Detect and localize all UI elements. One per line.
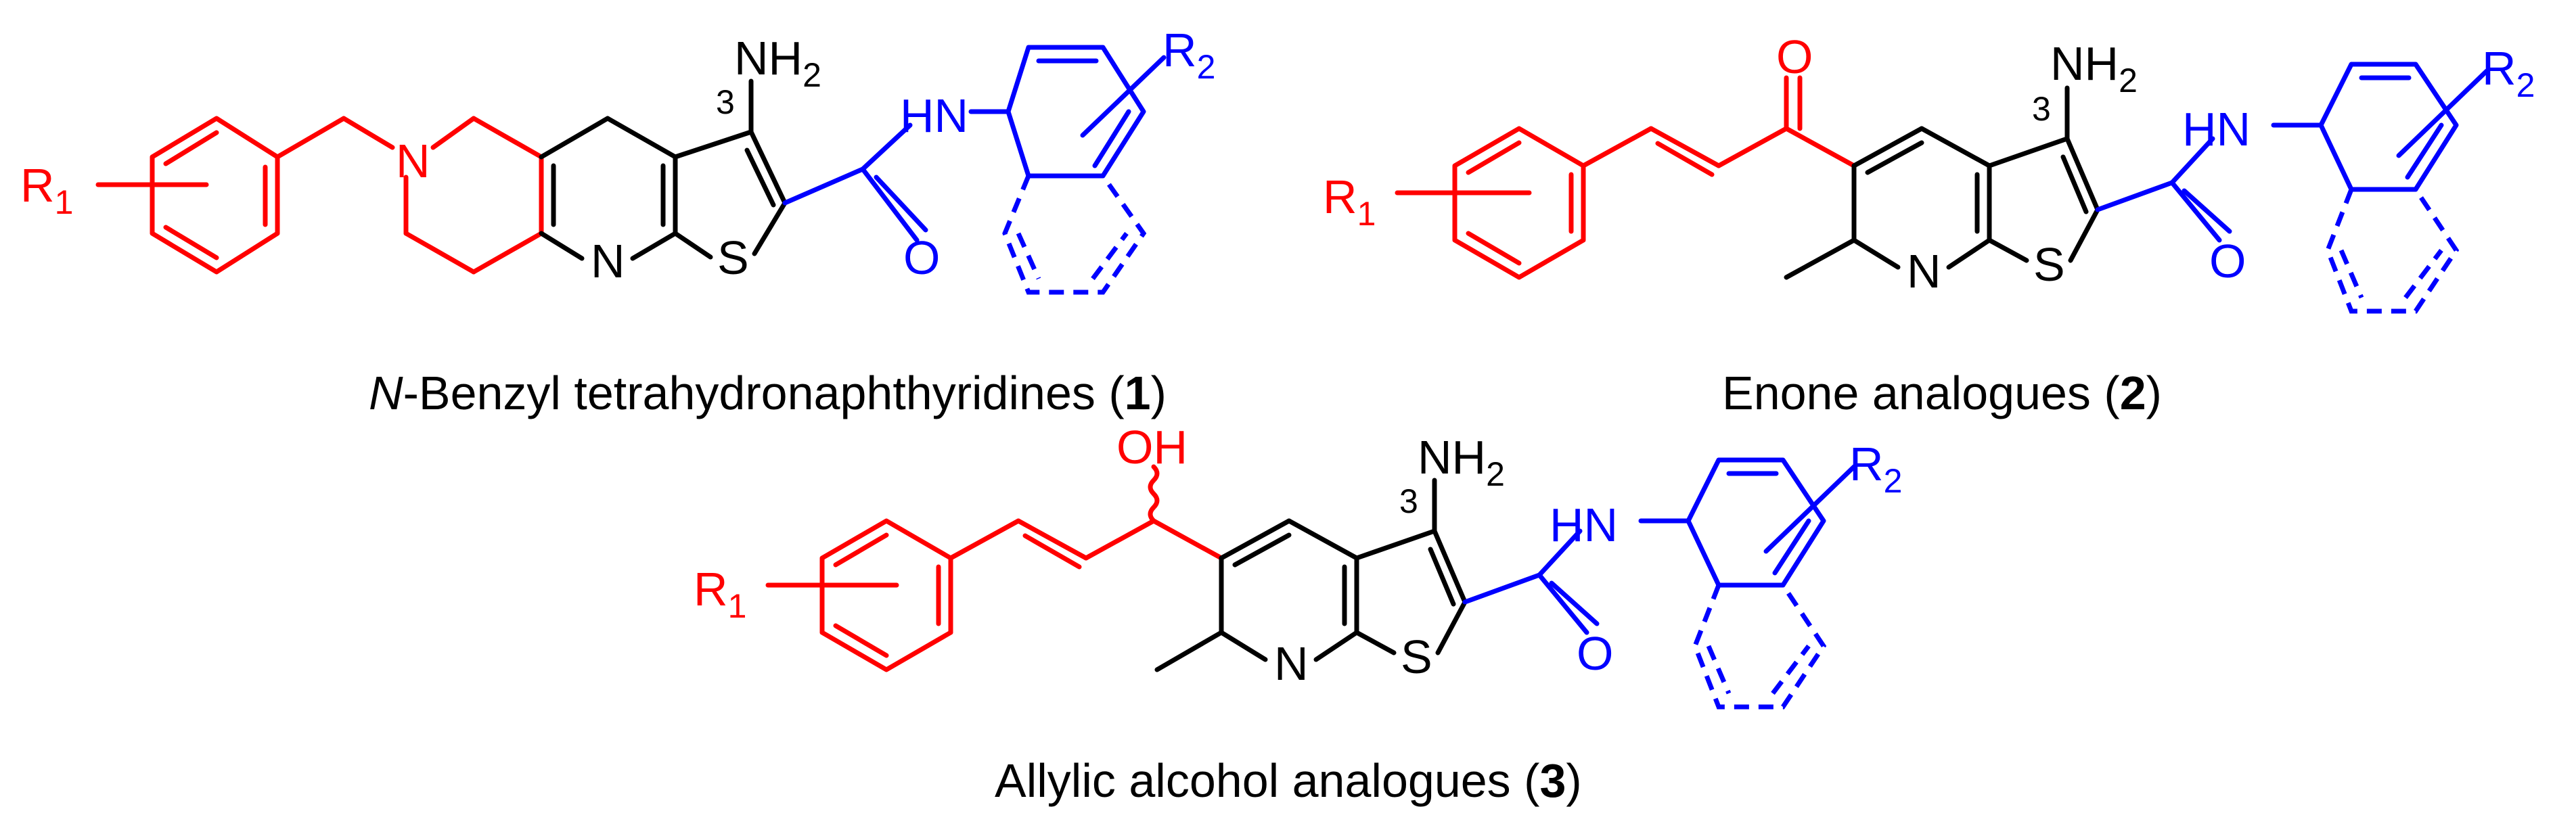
svg-text:R1: R1 <box>694 563 746 625</box>
structure-3-ring-n: N <box>1274 637 1309 690</box>
svg-text:R1: R1 <box>1323 170 1376 233</box>
structure-1: R1 N 3 NH2 N S HN O R2 N-Benzyl tetrahyd… <box>20 24 1215 419</box>
structure-1-r2-label: R <box>1162 24 1197 76</box>
structure-3-amide-hn: HN <box>1550 499 1618 551</box>
svg-text:R2: R2 <box>2482 42 2535 104</box>
structure-1-caption: N-Benzyl tetrahydronaphthyridines (1) <box>369 367 1167 419</box>
structure-1-r1-label: R <box>20 159 55 212</box>
structure-3-locant-3: 3 <box>1399 482 1418 520</box>
structure-1-r1-subscript: 1 <box>55 183 74 221</box>
structure-2-ring-n: N <box>1907 245 1941 298</box>
structure-1-ring-n: N <box>591 235 625 287</box>
structure-3-r2-subscript: 2 <box>1884 462 1903 500</box>
svg-text:R2: R2 <box>1162 24 1215 86</box>
structure-2-r1-subscript: 1 <box>1357 195 1376 233</box>
structure-3-carbonyl-o: O <box>1577 627 1613 680</box>
structure-1-nh2-label: NH <box>734 32 803 85</box>
svg-text:R1: R1 <box>20 159 73 221</box>
structure-2-core <box>1784 85 2100 280</box>
structure-2-carbonyl-o: O <box>2209 235 2246 287</box>
structure-1-r2-subscript: 2 <box>1197 48 1216 86</box>
structure-1-amide-hn: HN <box>900 89 968 142</box>
structure-2-r2-subscript: 2 <box>2516 66 2535 104</box>
structure-3-nh2-subscript: 2 <box>1486 455 1505 493</box>
structure-2-amide-hn: HN <box>2182 103 2251 156</box>
structure-3-r1-subscript: 1 <box>728 587 747 625</box>
structure-3-allylic-alcohol-fragment <box>765 464 1224 672</box>
svg-text:NH2: NH2 <box>2050 37 2138 99</box>
structure-2-r1-label: R <box>1323 170 1357 223</box>
structure-3-sulfur: S <box>1401 630 1432 683</box>
structure-3: R1 OH 3 NH2 N S HN O R2 Allylic alcohol … <box>694 421 1902 807</box>
structure-1-amine-n: N <box>396 135 430 187</box>
structure-2: R1 O 3 NH2 N S HN O R2 Enone analogues (… <box>1323 30 2535 419</box>
structure-1-sulfur: S <box>717 231 749 284</box>
structure-2-ketone-o: O <box>1776 30 1813 83</box>
structure-1-aryl-amide-fragment <box>782 45 1167 295</box>
structure-3-r2-label: R <box>1849 438 1884 490</box>
svg-text:R2: R2 <box>1849 438 1902 500</box>
structure-3-core <box>1154 478 1468 672</box>
structure-3-nh2-label: NH <box>1418 431 1486 484</box>
svg-text:NH2: NH2 <box>734 32 821 94</box>
structure-2-nh2-label: NH <box>2050 37 2119 90</box>
structure-1-locant-3: 3 <box>716 83 735 121</box>
structure-3-r1-label: R <box>694 563 728 616</box>
structure-1-carbonyl-o: O <box>903 231 940 284</box>
structure-1-core <box>539 78 788 261</box>
structure-1-benzyl-fragment <box>95 116 544 275</box>
structure-3-hydroxyl-oh: OH <box>1116 421 1188 474</box>
structure-3-caption: Allylic alcohol analogues (3) <box>995 754 1582 807</box>
svg-text:NH2: NH2 <box>1418 431 1505 493</box>
structure-2-locant-3: 3 <box>2032 90 2051 128</box>
structure-2-aryl-amide-fragment <box>2095 62 2489 314</box>
structure-2-r2-label: R <box>2482 42 2516 95</box>
structure-2-nh2-subscript: 2 <box>2119 62 2138 99</box>
structure-1-nh2-subscript: 2 <box>803 56 821 94</box>
structure-3-aryl-amide-fragment <box>1462 457 1857 710</box>
structure-2-caption: Enone analogues (2) <box>1722 367 2162 419</box>
structure-2-cinnamoyl-fragment <box>1395 75 1857 280</box>
structure-2-sulfur: S <box>2033 238 2065 291</box>
